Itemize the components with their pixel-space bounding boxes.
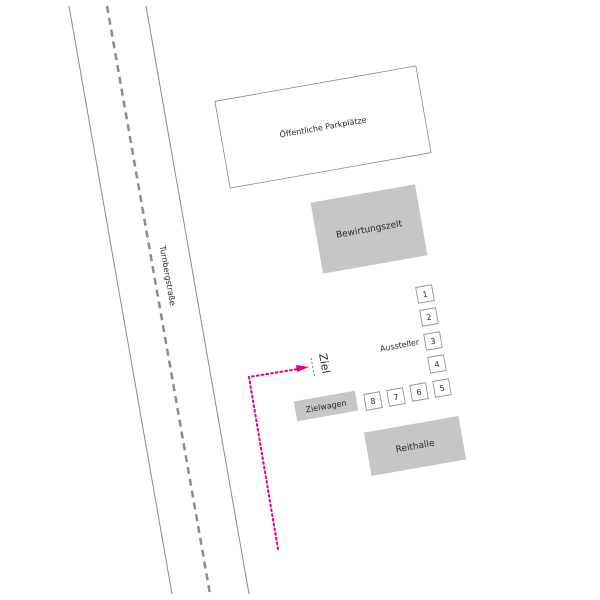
booth-number: 5 xyxy=(439,384,446,394)
route-path xyxy=(247,368,299,550)
booth-number: 6 xyxy=(416,388,423,398)
booth: 7 xyxy=(386,387,406,407)
booth: 8 xyxy=(363,391,383,411)
booth-number: 1 xyxy=(422,290,429,300)
booth: 6 xyxy=(409,382,429,402)
booth: 4 xyxy=(427,354,447,374)
booth-number: 7 xyxy=(393,393,400,403)
booth: 5 xyxy=(432,378,452,398)
road-edge-right xyxy=(145,5,250,595)
finish-line xyxy=(310,357,316,379)
booth-number: 2 xyxy=(426,313,433,323)
catering-tent: Bewirtungszelt xyxy=(310,184,428,274)
booth-number: 3 xyxy=(430,337,437,347)
booth-number: 4 xyxy=(434,360,441,370)
finish-label: Ziel xyxy=(316,352,332,374)
road-edge-left xyxy=(68,5,173,595)
parking-area: Öffentliche Parkplätze xyxy=(214,65,432,189)
exhibitors-label: Aussteller xyxy=(379,338,420,354)
road-center-line xyxy=(105,5,212,595)
booth-number: 8 xyxy=(370,397,377,407)
riding-hall: Reithalle xyxy=(363,415,467,477)
booth: 1 xyxy=(415,284,435,304)
route-arrow-icon xyxy=(296,365,309,372)
booth: 3 xyxy=(423,331,443,351)
road: Turnbergstraße xyxy=(68,5,250,595)
finish-vehicle: Zielwagen xyxy=(293,390,359,422)
exhibitor-booths: 1 2 3 4 5 6 7 8 Aussteller xyxy=(363,284,452,411)
booth: 2 xyxy=(419,307,439,327)
route: Ziel xyxy=(247,352,332,550)
road-name-label: Turnbergstraße xyxy=(158,244,178,306)
